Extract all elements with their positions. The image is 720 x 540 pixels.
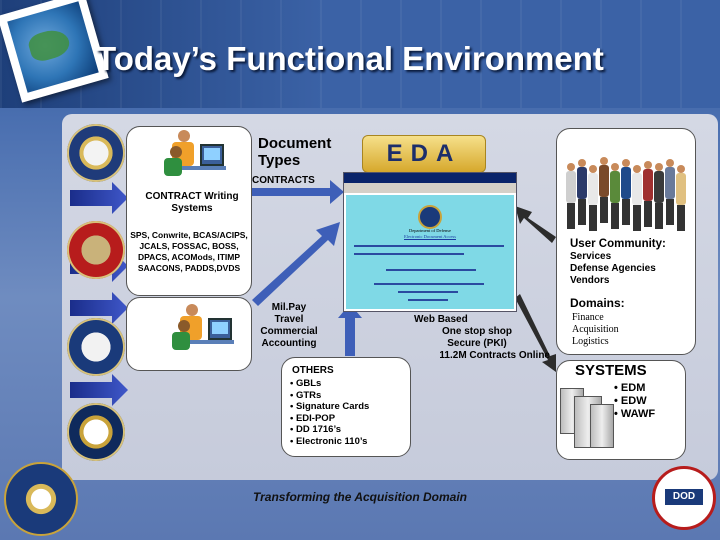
user-community-people-image <box>566 157 690 232</box>
user-community-item: Defense Agencies <box>570 263 656 274</box>
domain-item: Logistics <box>572 336 609 347</box>
systems-title: SYSTEMS <box>575 362 647 379</box>
web-line: 11.2M Contracts Online <box>439 350 550 361</box>
web-line: Web Based <box>414 314 468 325</box>
web-line: Secure (PKI) <box>447 338 507 349</box>
browser-text-line <box>354 253 464 255</box>
marines-seal <box>67 221 125 279</box>
navy-seal <box>67 403 125 461</box>
browser-page-heading: Department of Defense <box>409 228 451 233</box>
browser-text-line <box>408 299 448 301</box>
arrow-milpay-to-eda <box>252 222 340 306</box>
systems-item: • WAWF <box>614 408 656 420</box>
others-item: • Electronic 110’s <box>290 435 368 447</box>
arrow-users-to-eda <box>515 206 556 243</box>
domain-item: Finance <box>572 312 604 323</box>
domains-title: Domains: <box>570 296 625 310</box>
dod-badge-logo <box>652 466 716 530</box>
air-force-seal <box>67 318 125 376</box>
systems-list: • EDM • EDW • WAWF <box>614 382 655 421</box>
army-seal <box>67 124 125 182</box>
browser-text-line <box>386 269 476 271</box>
person-at-computer-icon <box>158 128 230 188</box>
user-community-title: User Community: <box>570 238 666 250</box>
eda-logo: EDA <box>362 135 486 173</box>
browser-title-bar <box>344 173 516 183</box>
web-line: One stop shop <box>442 326 512 337</box>
web-based-label: Web Based One stop shop Secure (PKI) 11.… <box>404 314 550 362</box>
diagram-caption: Transforming the Acquisition Domain <box>252 490 467 504</box>
others-item: • GBLs <box>290 378 322 389</box>
others-item: • Signature Cards <box>290 401 370 413</box>
person-at-computer-icon <box>166 302 238 362</box>
milpay-line: Commercial <box>260 326 318 337</box>
milpay-label: Mil.Pay Travel Commercial Accounting <box>254 302 324 350</box>
header-band <box>0 0 720 108</box>
milpay-line: Accounting <box>261 338 317 349</box>
browser-text-line <box>398 291 458 293</box>
header-stripes <box>0 0 720 108</box>
systems-item: • EDM <box>614 382 646 394</box>
others-box <box>281 357 411 457</box>
others-title: OTHERS <box>292 365 334 376</box>
contracts-label: CONTRACTS <box>252 175 315 186</box>
browser-text-line <box>354 245 504 247</box>
contract-writing-label: CONTRACT Writing Systems <box>145 191 239 214</box>
left-arrow-3 <box>70 292 128 324</box>
browser-text-line <box>374 283 484 285</box>
dod-emblem-icon <box>418 205 442 229</box>
browser-toolbar <box>344 183 516 193</box>
systems-item: • EDW <box>614 395 647 407</box>
arrow-contracts-to-eda <box>250 180 344 204</box>
others-item: • DD 1716’s <box>290 424 342 436</box>
arrow-eda-to-systems <box>515 294 556 372</box>
document-types-heading: Document Types <box>258 135 332 169</box>
user-community-item: Services <box>570 251 612 262</box>
eda-logo-text: EDA <box>386 140 462 167</box>
others-list: • GBLs • GTRs • Signature Cards • EDI-PO… <box>290 378 369 448</box>
user-community-item: Vendors <box>570 275 610 286</box>
dod-seal <box>4 462 78 536</box>
browser-page: Department of Defense Electronic Documen… <box>346 195 514 309</box>
milpay-line: Mil.Pay <box>271 302 307 313</box>
server-icon <box>590 404 614 448</box>
milpay-line: Travel <box>274 314 304 325</box>
browser-page-subheading: Electronic Document Access <box>404 234 456 239</box>
arrow-others-to-eda <box>338 304 362 356</box>
domains-list: Finance Acquisition Logistics <box>572 312 619 348</box>
slide-title: Today’s Functional Environment <box>96 40 604 77</box>
others-item: • GTRs <box>290 389 322 401</box>
others-item: • EDI-POP <box>290 412 336 424</box>
user-community-text: User Community: Services Defense Agencie… <box>570 238 666 287</box>
domain-item: Acquisition <box>572 324 619 335</box>
left-arrow-4 <box>70 374 128 406</box>
left-arrow-1 <box>70 182 128 214</box>
contract-systems-list: SPS, Conwrite, BCAS/ACIPS, JCALS, FOSSAC… <box>130 230 248 273</box>
eda-browser-window: Department of Defense Electronic Documen… <box>343 172 517 312</box>
